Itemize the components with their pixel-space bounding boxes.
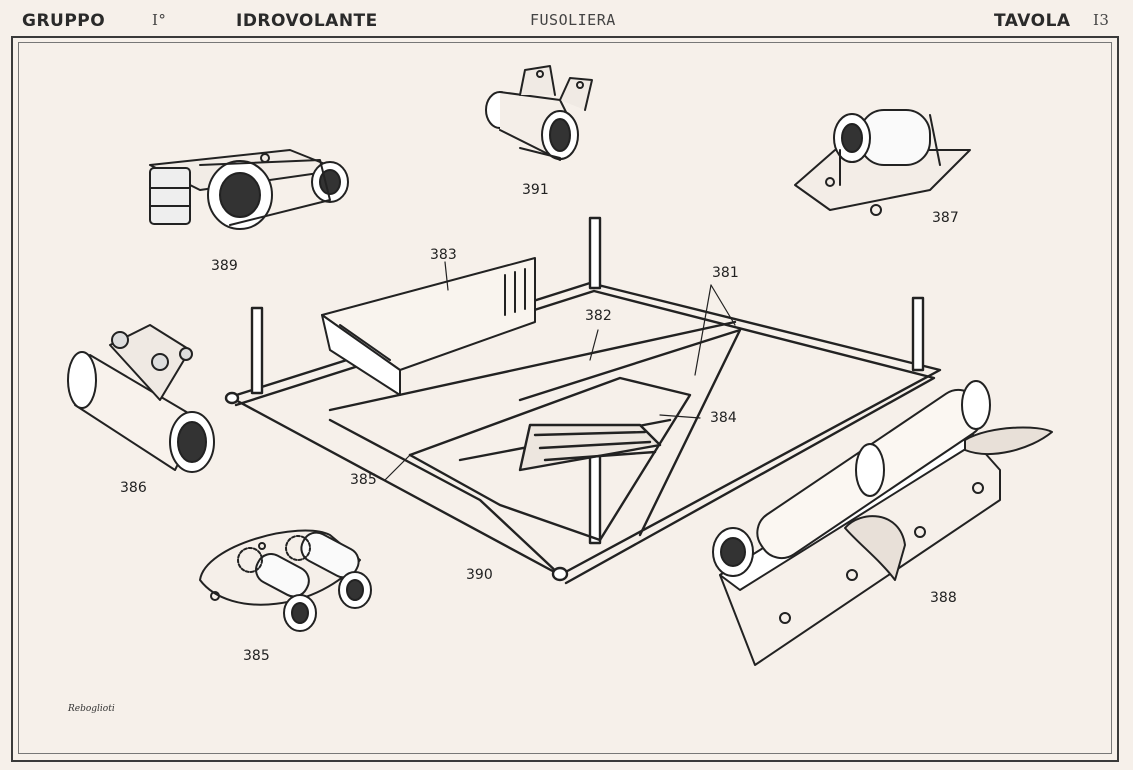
part-385-drawing: [199, 529, 372, 632]
section-title: FUSOLIERA: [530, 11, 616, 29]
group-label: GRUPPO: [22, 11, 106, 31]
label-386: 386: [120, 480, 147, 496]
plate-header: GRUPPO I° IDROVOLANTE FUSOLIERA TAVOLA I…: [0, 0, 1133, 36]
part-391-drawing: [485, 65, 593, 161]
label-390: 390: [466, 567, 493, 583]
label-388: 388: [930, 590, 957, 606]
part-389-drawing: [149, 149, 349, 230]
label-389: 389: [211, 258, 238, 274]
leader-381-a: [694, 284, 712, 376]
label-385: 385: [243, 648, 270, 664]
leader-384: [659, 414, 701, 419]
artist-signature: Reboglioti: [68, 704, 115, 714]
part-388-drawing: [712, 380, 1053, 666]
label-384: 384: [710, 410, 737, 426]
label-385-frame: 385: [350, 472, 377, 488]
subject-title: IDROVOLANTE: [236, 11, 378, 31]
part-386-drawing: [67, 324, 215, 473]
group-number: I°: [152, 11, 167, 29]
label-381: 381: [712, 265, 739, 281]
plate-number: I3: [1093, 11, 1110, 29]
label-391: 391: [522, 182, 549, 198]
part-383-drawing: [321, 257, 536, 396]
label-383: 383: [430, 247, 457, 263]
inner-frame: [18, 42, 1112, 754]
outer-frame: [11, 36, 1119, 762]
part-387-drawing: [794, 109, 971, 216]
label-382: 382: [585, 308, 612, 324]
leader-381-b: [710, 284, 736, 326]
leader-382: [589, 329, 599, 361]
label-387: 387: [932, 210, 959, 226]
plate-label: TAVOLA: [994, 11, 1071, 31]
leader-385: [384, 454, 411, 481]
